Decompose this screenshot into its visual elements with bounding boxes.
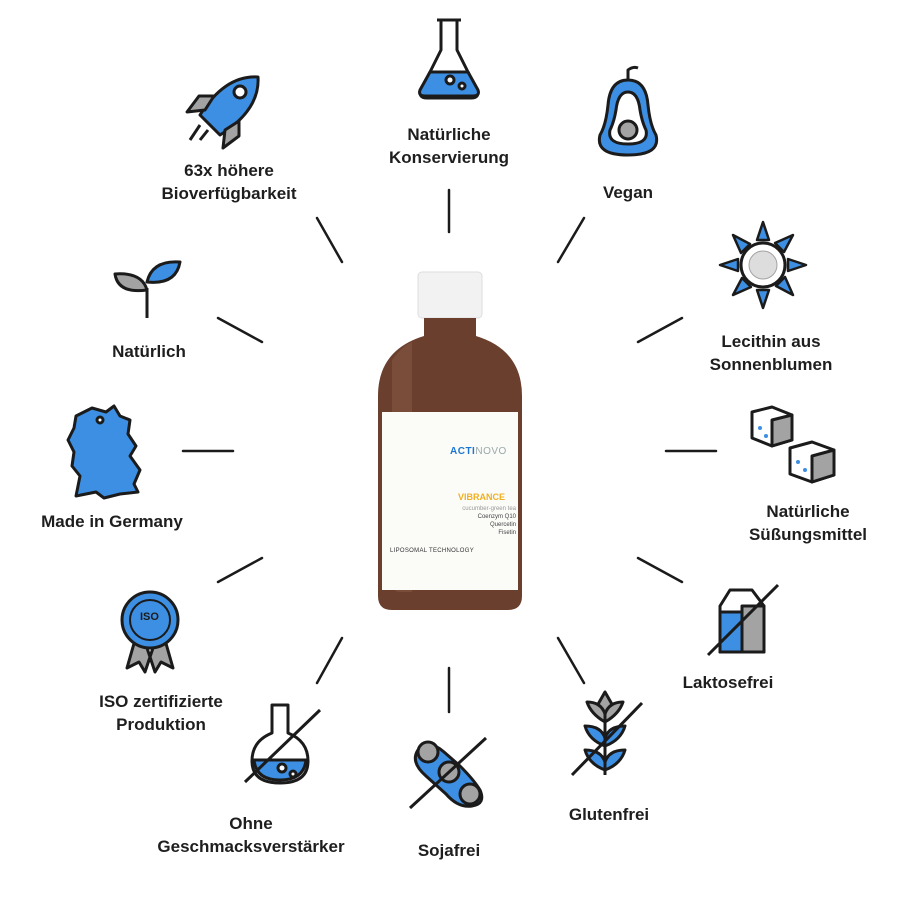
label-line: Natürlich xyxy=(112,342,186,361)
feature-vegan: Vegan xyxy=(603,181,653,204)
feature-sojafrei: Sojafrei xyxy=(418,839,480,862)
label-line: Ohne xyxy=(229,814,273,833)
label-line: Lecithin aus xyxy=(721,332,821,351)
label-line: Sonnenblumen xyxy=(709,355,833,374)
label-line: Laktosefrei xyxy=(682,673,774,692)
iso-badge-text: ISO xyxy=(140,611,159,623)
label-line: Vegan xyxy=(602,183,654,202)
connector-lines xyxy=(181,188,718,714)
feature-glutenfrei: Glutenfrei xyxy=(569,803,649,826)
brand-name: ACTI xyxy=(450,446,476,457)
label-line: Natürliche xyxy=(766,502,850,521)
avocado-icon xyxy=(597,65,659,157)
wheat-crossed-icon xyxy=(570,690,644,777)
iso-badge-icon xyxy=(120,590,180,674)
feature-laktosefrei: Laktosefrei xyxy=(683,671,774,694)
sunflower-icon xyxy=(718,220,808,310)
germany-map-icon xyxy=(66,404,142,500)
label-line: ISO zertifizierte xyxy=(99,692,223,711)
label-line: 63x höhere xyxy=(184,161,274,180)
bottle-label xyxy=(382,412,518,590)
soy-crossed-icon xyxy=(408,736,488,810)
bottle-brand: ACTINOVO xyxy=(450,446,507,457)
bottle-product-name: VIBRANCE xyxy=(458,492,506,502)
feature-germany: Made in Germany xyxy=(41,510,183,533)
bottle-ingredient: Coenzym Q10 xyxy=(477,514,516,520)
rocket-icon xyxy=(185,75,260,150)
bottle-technology: LIPOSOMAL TECHNOLOGY xyxy=(390,548,475,554)
sugar-cubes-icon xyxy=(750,405,836,484)
bottle-flavor: cucumber-green tea xyxy=(462,506,516,512)
flask-icon xyxy=(418,18,480,100)
sprout-icon xyxy=(113,260,182,318)
bottle-ingredient: Fisetin xyxy=(498,530,516,536)
feature-natuerlich: Natürlich xyxy=(112,340,186,363)
label-line: Made in Germany xyxy=(41,512,183,531)
label-line: Natürliche xyxy=(407,125,491,144)
label-line: Konservierung xyxy=(389,148,509,167)
flask-crossed-icon xyxy=(243,703,322,785)
bottle-ingredient: Quercetin xyxy=(489,522,516,528)
brand-suffix: NOVO xyxy=(475,446,507,457)
label-line: Produktion xyxy=(116,715,206,734)
label-line: Geschmacksverstärker xyxy=(157,837,345,856)
milk-carton-crossed-icon xyxy=(706,583,780,657)
label-line: Bioverfügbarkeit xyxy=(161,184,297,203)
label-line: Sojafrei xyxy=(417,841,481,860)
label-line: Süßungsmittel xyxy=(748,525,868,544)
label-line: Glutenfrei xyxy=(568,805,650,824)
